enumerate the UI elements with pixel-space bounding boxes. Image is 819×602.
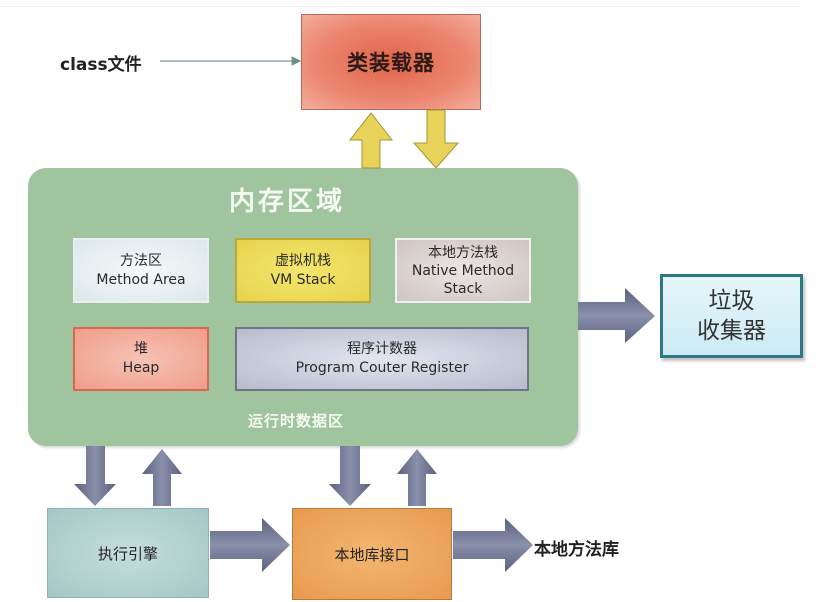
native-iface-down-arrow [329, 446, 371, 506]
method-area-cn: 方法区 [120, 252, 162, 269]
native-interface-box: 本地库接口 [292, 508, 452, 600]
gc-label-line1: 垃圾 [708, 288, 755, 314]
top-divider [0, 6, 800, 7]
gc-label-line2: 收集器 [697, 318, 766, 344]
vm-stack-box: 虚拟机栈 VM Stack [235, 238, 371, 303]
exec-up-arrow [142, 449, 182, 506]
pc-register-cn: 程序计数器 [347, 341, 417, 357]
native-stack-en-1: Native Method [411, 262, 515, 279]
native-to-library-arrow [453, 518, 533, 572]
native-interface-label: 本地库接口 [334, 545, 410, 564]
native-stack-en-2: Stack [443, 280, 483, 297]
memory-area-title: 内存区域 [229, 187, 346, 217]
class-loader-box: 类装载器 [301, 14, 481, 110]
class-file-label: class文件 [60, 55, 142, 75]
native-iface-up-arrow [397, 449, 437, 506]
execution-engine-box: 执行引擎 [47, 508, 209, 598]
exec-to-native-arrow [210, 518, 290, 572]
heap-en: Heap [122, 360, 160, 376]
heap-cn: 堆 [134, 341, 148, 357]
runtime-data-area-label: 运行时数据区 [248, 412, 345, 430]
pc-register-en: Program Couter Register [295, 360, 469, 376]
execution-engine-label: 执行引擎 [97, 544, 158, 563]
pc-register-box: 程序计数器 Program Couter Register [235, 327, 529, 391]
method-area-en: Method Area [96, 271, 186, 288]
vm-stack-cn: 虚拟机栈 [275, 252, 331, 269]
yellow-up-arrow [348, 112, 394, 169]
exec-down-arrow [74, 446, 116, 506]
runtime-data-area [28, 168, 578, 446]
native-library-label: 本地方法库 [534, 540, 619, 560]
garbage-collector-box: 垃圾 收集器 [660, 274, 803, 358]
vm-stack-en: VM Stack [270, 271, 336, 288]
heap-box: 堆 Heap [73, 327, 209, 391]
method-area-box: 方法区 Method Area [73, 238, 209, 303]
yellow-down-arrow [412, 109, 460, 169]
class-loader-label: 类装载器 [347, 51, 435, 75]
gc-arrow [578, 288, 655, 343]
native-stack-cn: 本地方法栈 [428, 244, 498, 261]
native-method-stack-box: 本地方法栈 Native Method Stack [395, 238, 531, 303]
